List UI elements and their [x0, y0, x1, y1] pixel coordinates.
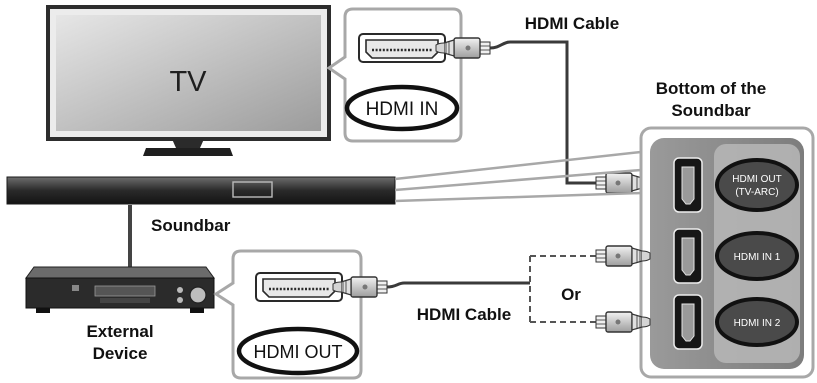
device-hdmi-cable-line	[386, 281, 530, 289]
soundbar-display	[232, 181, 273, 198]
port-label-hdmi-in1: HDMI IN 1	[715, 231, 799, 281]
zoom-lines	[394, 150, 642, 203]
hdmi-port-icon	[357, 32, 447, 64]
hdmi-in-port-highlight	[344, 84, 460, 132]
device-port-callout: HDMI OUT	[213, 249, 363, 380]
soundbar-label: Soundbar	[151, 216, 231, 235]
device-port-label: HDMI OUT	[254, 342, 343, 362]
top-cable-label: HDMI Cable	[525, 14, 619, 33]
tv-stand	[143, 148, 233, 156]
port-label-hdmi-out-line1: HDMI OUT	[732, 174, 781, 185]
tv-neck	[172, 139, 204, 148]
device-foot	[190, 308, 204, 313]
hdmi-out-port-icon	[673, 157, 703, 213]
device-label-line1: External	[86, 322, 153, 341]
device-dial	[189, 286, 207, 304]
tv-hdmi-cable-line	[489, 40, 596, 185]
port-label-hdmi-out-line2: (TV-ARC)	[735, 187, 778, 198]
device-knob-small	[177, 287, 183, 293]
soundbar-to-device-line	[128, 205, 132, 267]
soundbar-bottom-panel: Bottom of the Soundbar HDMI OUT (TV-ARC)…	[639, 79, 815, 379]
external-device: External Device	[25, 266, 215, 363]
device-power-button	[72, 285, 79, 291]
hdmi-port-icon	[254, 271, 344, 303]
or-label: Or	[561, 285, 581, 304]
hdmi-out-port-highlight	[236, 326, 360, 376]
bottom-cable-label: HDMI Cable	[417, 305, 511, 324]
device-top	[25, 266, 215, 279]
tv-label: TV	[169, 66, 207, 98]
hdmi-in2-port-icon	[673, 294, 703, 350]
device-label-line2: Device	[93, 344, 148, 363]
hdmi-in1-port-icon	[673, 228, 703, 284]
soundbar-body	[6, 176, 396, 205]
tv-port-label: HDMI IN	[366, 99, 439, 120]
soundbar: Soundbar	[6, 176, 396, 267]
port-label-hdmi-in2: HDMI IN 2	[715, 297, 799, 347]
device-tray	[94, 285, 156, 297]
port-label-hdmi-in2-text: HDMI IN 2	[734, 318, 781, 329]
device-display	[100, 298, 150, 303]
tv-port-callout: HDMI IN	[326, 7, 463, 143]
port-label-hdmi-out: HDMI OUT (TV-ARC)	[715, 158, 799, 212]
device-knob-small	[177, 297, 183, 303]
tv: TV	[46, 5, 331, 156]
bottom-title-line2: Soundbar	[671, 101, 751, 120]
tv-screen	[56, 15, 321, 131]
device-hdmi-cable: Or HDMI Cable	[332, 245, 651, 333]
port-label-hdmi-in1-text: HDMI IN 1	[734, 252, 781, 263]
bottom-title-line1: Bottom of the	[656, 79, 766, 98]
device-foot	[36, 308, 50, 313]
tv-hdmi-cable: HDMI Cable	[435, 14, 651, 194]
